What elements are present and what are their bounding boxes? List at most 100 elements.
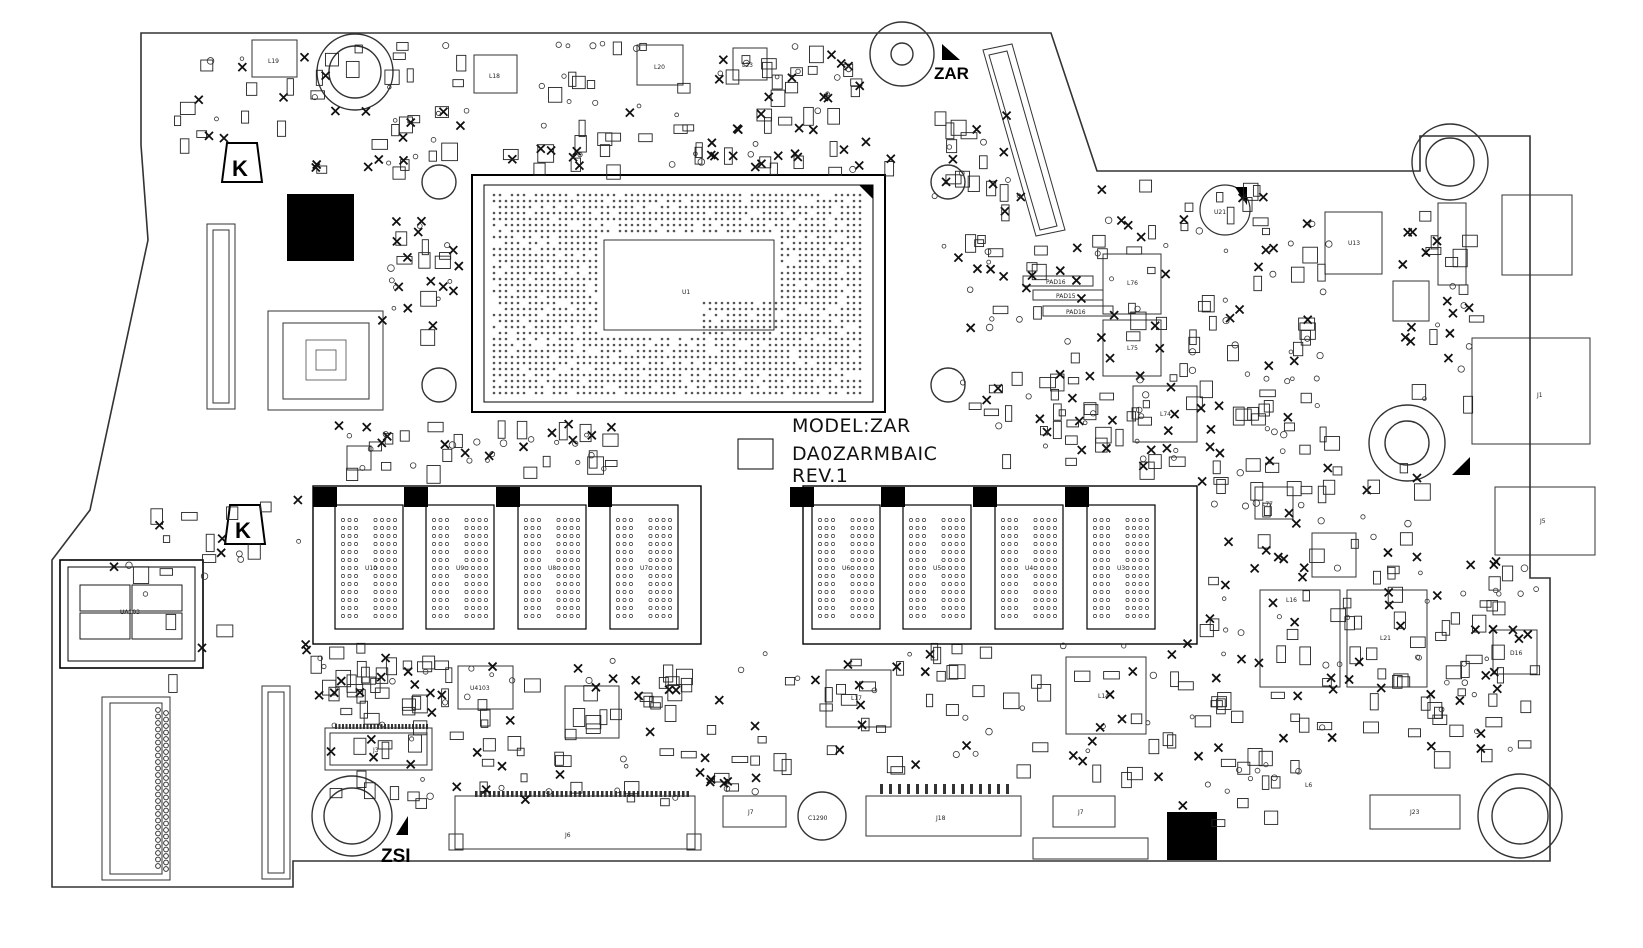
cpu-ball: [570, 283, 574, 287]
smd-part: [159, 568, 173, 576]
cpu-ball: [672, 211, 676, 215]
cpu-ball: [618, 223, 622, 227]
cpu-ball: [594, 283, 598, 287]
cpu-ball: [570, 319, 574, 323]
smd-part: [1491, 644, 1505, 660]
smd-part: [706, 774, 716, 785]
smd-part: [402, 706, 416, 716]
cpu-ball: [540, 307, 544, 311]
cpu-ball: [564, 217, 568, 221]
cpu-ball: [702, 217, 706, 221]
cpu-ball: [690, 337, 694, 341]
cpu-ball: [588, 295, 592, 299]
cpu-ball: [690, 373, 694, 377]
cpu-ball: [510, 325, 514, 329]
cpu-ball: [822, 307, 826, 311]
smd-part: [346, 433, 353, 439]
connector-pin: [394, 724, 397, 729]
cpu-ball: [846, 379, 850, 383]
cpu-ball: [720, 391, 724, 395]
smd-part: [759, 156, 772, 169]
cpu-ball: [594, 235, 598, 239]
cpu-ball: [540, 277, 544, 281]
smd-part: [706, 725, 717, 735]
smd-part: [1117, 714, 1127, 724]
cpu-ball: [858, 265, 862, 269]
cpu-ball: [750, 361, 754, 365]
cpu-ball: [534, 295, 538, 299]
memory-chip-label: U7: [640, 565, 648, 572]
cpu-ball: [660, 385, 664, 389]
cpu-ball: [792, 325, 796, 329]
cpu-label: U1: [682, 289, 690, 296]
smd-part: [241, 110, 250, 124]
cpu-ball: [552, 205, 556, 209]
smd-part: [1432, 590, 1442, 601]
connector-pin: [506, 791, 509, 797]
smd-part: [554, 751, 564, 766]
smd-part: [572, 708, 586, 727]
smd-part: [196, 130, 208, 138]
cpu-ball: [756, 331, 760, 335]
cpu-ball: [570, 379, 574, 383]
cpu-ball: [786, 367, 790, 371]
cpu-ball: [528, 217, 532, 221]
smd-part: [340, 707, 353, 716]
smd-part: [555, 769, 565, 780]
smd-part: [364, 782, 376, 800]
smd-part: [980, 138, 987, 146]
cpu-ball: [510, 367, 514, 371]
cpu-ball: [774, 223, 778, 227]
smd-part: [1171, 455, 1177, 461]
cpu-ball: [594, 289, 598, 293]
cpu-ball: [582, 301, 586, 305]
cpu-ball: [774, 373, 778, 377]
cpu-ball: [720, 217, 724, 221]
cpu-ball: [492, 199, 496, 203]
cpu-ball: [624, 223, 628, 227]
cpu-ball: [618, 205, 622, 209]
cpu-ball: [504, 337, 508, 341]
smd-part: [1324, 436, 1341, 451]
smd-part: [1349, 646, 1361, 665]
smd-part: [1261, 775, 1270, 790]
cpu-ball: [714, 307, 718, 311]
cpu-ball: [576, 235, 580, 239]
cpu-ball: [528, 247, 532, 251]
smd-part: [425, 688, 436, 698]
cpu-ball: [768, 337, 772, 341]
cpu-ball: [570, 313, 574, 317]
cpu-ball: [498, 331, 502, 335]
cpu-ball: [846, 217, 850, 221]
cpu-ball: [780, 247, 784, 251]
cpu-ball: [720, 307, 724, 311]
smd-part: [826, 745, 838, 756]
cpu-ball: [582, 199, 586, 203]
cpu-ball: [498, 295, 502, 299]
cpu-ball: [732, 193, 736, 197]
cpu-ball: [504, 271, 508, 275]
cpu-ball: [672, 355, 676, 359]
cpu-ball: [750, 199, 754, 203]
cpu-ball: [714, 331, 718, 335]
cpu-ball: [846, 337, 850, 341]
smd-part: [487, 661, 498, 672]
cpu-ball: [564, 361, 568, 365]
cpu-ball: [534, 211, 538, 215]
smd-part: [884, 161, 895, 177]
cpu-ball: [558, 241, 562, 245]
smd-part: [386, 160, 392, 166]
svg-text:U4103: U4103: [470, 685, 490, 692]
cpu-ball: [720, 199, 724, 203]
cpu-ball: [732, 199, 736, 203]
smd-part: [205, 533, 215, 553]
smd-part: [1299, 444, 1311, 455]
smd-part: [945, 122, 955, 140]
smd-part: [363, 712, 380, 725]
smd-part: [497, 761, 507, 771]
cpu-ball: [816, 247, 820, 251]
smd-part: [392, 118, 398, 123]
cpu-ball: [648, 373, 652, 377]
cpu-ball: [492, 271, 496, 275]
cpu-ball: [564, 337, 568, 341]
